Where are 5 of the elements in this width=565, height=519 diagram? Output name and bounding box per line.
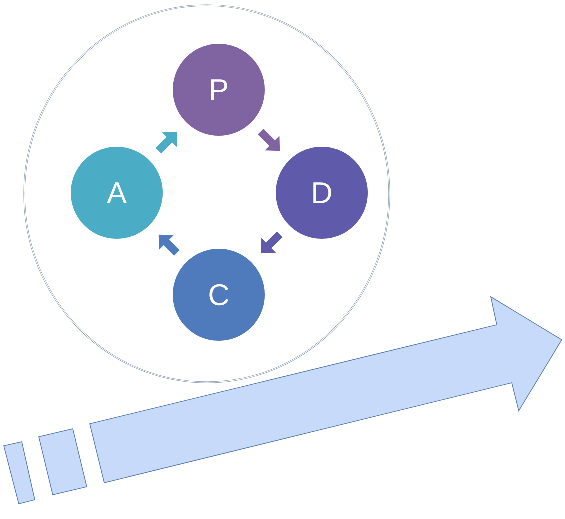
arrow: [156, 132, 178, 154]
arrow: [261, 232, 283, 254]
arrow: [258, 129, 280, 152]
arrow: [158, 234, 180, 256]
cycle-circle: [24, 4, 390, 384]
